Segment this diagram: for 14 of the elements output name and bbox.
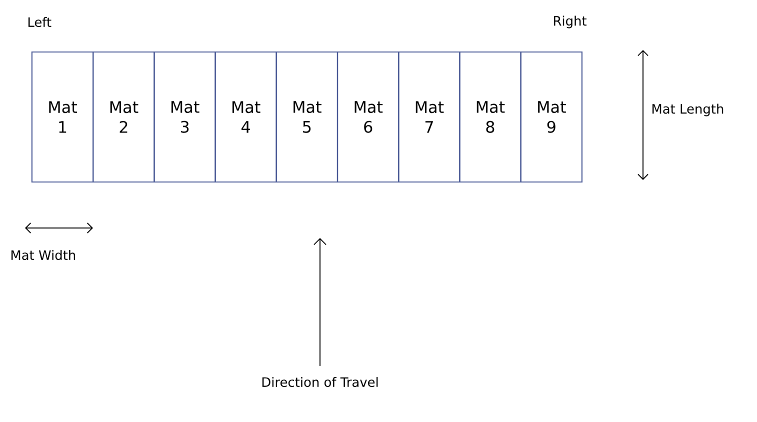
mat-box: Mat 1 — [31, 51, 94, 183]
mat-box: Mat 6 — [337, 51, 400, 183]
dimension-label: Mat Width — [11, 250, 76, 260]
mat-box: Mat 3 — [154, 51, 216, 183]
side-label: Right — [554, 16, 586, 28]
mat-box: Mat 9 — [520, 51, 582, 183]
mat-box: Mat 5 — [276, 51, 338, 183]
side-label: Left — [28, 16, 52, 27]
mat-box: Mat 7 — [398, 51, 460, 183]
mat-box: Mat 2 — [92, 51, 155, 183]
mat-box: Mat 4 — [214, 51, 277, 183]
dimension-label: Mat Length — [652, 104, 724, 116]
mat-box: Mat 8 — [459, 51, 522, 183]
direction-label: Direction of Travel — [262, 376, 378, 388]
